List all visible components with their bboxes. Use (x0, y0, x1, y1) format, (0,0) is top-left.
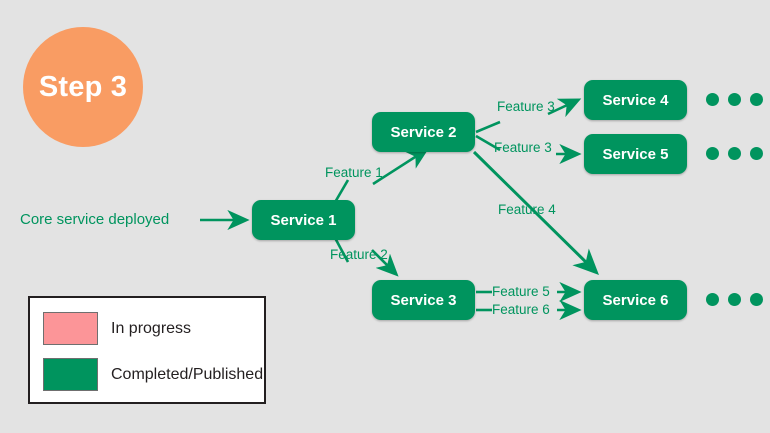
step-badge: Step 3 (23, 27, 143, 147)
legend-item-in-progress: In progress (43, 312, 191, 345)
node-service3-label: Service 3 (390, 291, 457, 309)
legend-label-completed: Completed/Published (111, 365, 264, 383)
node-service2-label: Service 2 (390, 123, 457, 141)
dots-service5 (706, 147, 763, 160)
edge-label-feature-1: Feature 1 (325, 165, 383, 180)
dots-service6 (706, 293, 763, 306)
dot (750, 147, 763, 160)
dot (728, 93, 741, 106)
dot (728, 293, 741, 306)
edge-label-feature-3-service5: Feature 3 (494, 140, 552, 155)
node-service3[interactable]: Service 3 (372, 280, 475, 320)
dot (706, 293, 719, 306)
dot (750, 93, 763, 106)
dot (750, 293, 763, 306)
edge-label-feature-5: Feature 5 (492, 284, 550, 299)
node-service6[interactable]: Service 6 (584, 280, 687, 320)
dots-service4 (706, 93, 763, 106)
dot (706, 93, 719, 106)
edge-label-feature-3-service4: Feature 3 (497, 99, 555, 114)
node-service6-label: Service 6 (602, 291, 669, 309)
legend-item-completed: Completed/Published (43, 358, 263, 391)
node-service4-label: Service 4 (602, 91, 669, 109)
edge-label-feature-6: Feature 6 (492, 302, 550, 317)
node-service1-label: Service 1 (270, 211, 337, 229)
legend: In progress Completed/Published (28, 296, 266, 404)
node-service5-label: Service 5 (602, 145, 669, 163)
edge-label-feature-4: Feature 4 (498, 202, 556, 217)
edge-label-feature-2: Feature 2 (330, 247, 388, 262)
node-service2[interactable]: Service 2 (372, 112, 475, 152)
legend-label-in-progress: In progress (111, 319, 192, 337)
legend-swatch-completed (43, 358, 98, 391)
dot (706, 147, 719, 160)
node-service1[interactable]: Service 1 (252, 200, 355, 240)
node-service5[interactable]: Service 5 (584, 134, 687, 174)
step-badge-label: Step 3 (38, 70, 128, 103)
node-service4[interactable]: Service 4 (584, 80, 687, 120)
entry-label: Core service deployed (20, 211, 170, 228)
legend-swatch-in-progress (43, 312, 98, 345)
dot (728, 147, 741, 160)
